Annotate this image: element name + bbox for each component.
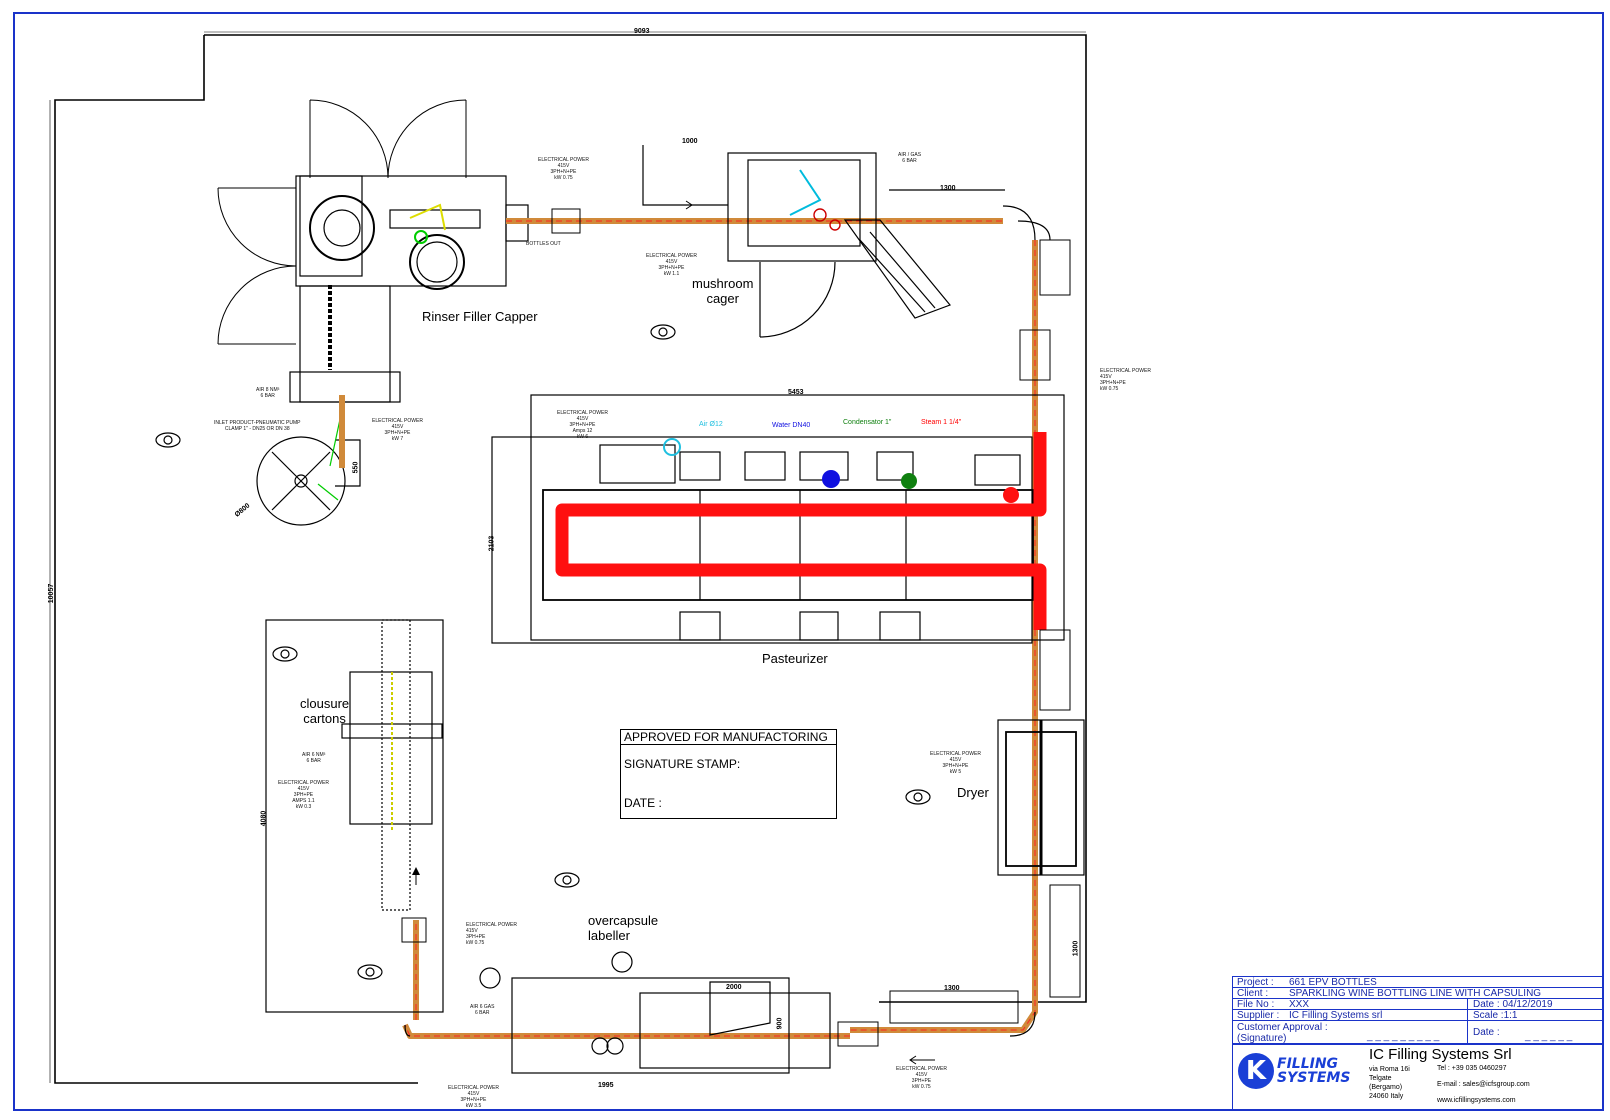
approval-date-line: _ _ _ _ _ _: [1525, 1031, 1573, 1042]
note-inlet-product: INLET PRODUCT-PNEUMATIC PUMP CLAMP 1" - …: [214, 420, 301, 432]
dim-seg-1300-right: 1300: [1072, 940, 1080, 957]
dim-height-total: 10057: [48, 583, 56, 604]
scale-value: Scale :1:1: [1473, 1010, 1518, 1021]
note-elec-cager: ELECTRICAL POWER 415V 3PH+N+PE kW 0.75: [538, 157, 589, 181]
dim-labeller-2000: 2000: [726, 984, 742, 991]
dryer-machine: [997, 719, 1085, 876]
dim-pasteurizer-width: 5453: [788, 389, 804, 396]
approval-box: APPROVED FOR MANUFACTORING SIGNATURE STA…: [620, 729, 837, 819]
utility-water-label: Water DN40: [772, 422, 811, 429]
note-air-labeller: AIR 6 GAS 6 BAR: [470, 1004, 495, 1016]
note-bottles-out: BOTTLES OUT: [526, 241, 561, 247]
approval-signature: SIGNATURE STAMP:: [624, 757, 741, 771]
dim-labeller-900: 900: [776, 1017, 784, 1030]
dryer-label: Dryer: [957, 785, 989, 800]
water-connection: [822, 470, 840, 488]
dim-pasteurizer-height: 2103: [488, 535, 496, 552]
dim-seg-1300-bottom: 1300: [944, 985, 960, 992]
client-value: SPARKLING WINE BOTTLING LINE WITH CAPSUL…: [1289, 988, 1542, 999]
company-email: E-mail : sales@icfsgroup.com: [1437, 1081, 1530, 1088]
file-label: File No :: [1237, 999, 1275, 1010]
date-value: Date : 04/12/2019: [1473, 999, 1553, 1010]
rinser-filler-capper-label: Rinser Filler Capper: [422, 309, 538, 324]
overcapsule-labeller-machine: [479, 951, 831, 1074]
supplier-value: IC Filling Systems srl: [1289, 1010, 1383, 1021]
company-logo-icon: K: [1238, 1053, 1274, 1089]
overcapsule-labeller-label: overcapsule labeller: [588, 913, 659, 943]
note-air-filler: AIR 8 NM³ 6 BAR: [256, 387, 280, 399]
dim-labeller-1995: 1995: [598, 1082, 614, 1089]
logo-text-systems: SYSTEMS: [1277, 1070, 1351, 1086]
note-elec-right: ELECTRICAL POWER 415V 3PH+N+PE kW 0.75: [1100, 368, 1151, 392]
approval-date-label: Date :: [1473, 1027, 1500, 1038]
note-elec-dryer: ELECTRICAL POWER 415V 3PH+N+PE kW 5: [930, 751, 981, 775]
steam-loop-pipe: [555, 432, 1047, 630]
dim-top-width: 9093: [634, 28, 650, 35]
company-web: www.icfillingsystems.com: [1437, 1097, 1516, 1104]
utility-air-label: Air Ø12: [699, 421, 723, 428]
air-connection: [663, 438, 681, 456]
company-address: via Roma 16i Telgate (Bergamo) 24060 Ita…: [1369, 1066, 1410, 1100]
dim-cartons-4080: 4080: [260, 810, 268, 827]
note-elec-labeller-bottom: ELECTRICAL POWER 415V 3PH+N+PE kW 3.5: [448, 1085, 499, 1109]
note-elec-pasteurizer: ELECTRICAL POWER 415V 3PH+N+PE Amps 12 k…: [557, 410, 608, 440]
steam-connection: [1003, 487, 1019, 503]
customer-approval-label: Customer Approval : (Signature): [1237, 1022, 1328, 1044]
customer-approval-line: _ _ _ _ _ _ _ _ _: [1367, 1031, 1440, 1042]
approval-title: APPROVED FOR MANUFACTORING: [621, 730, 836, 745]
project-value: 661 EPV BOTTLES: [1289, 977, 1377, 988]
closure-cartons-label: clousure cartons: [300, 696, 350, 726]
utility-condensator-label: Condensator 1": [843, 419, 892, 426]
rinser-filler-capper-machine: [289, 175, 529, 403]
title-block: Project : 661 EPV BOTTLES Client : SPARK…: [1232, 976, 1603, 1110]
company-name: IC Filling Systems Srl: [1369, 1046, 1512, 1063]
utility-steam-label: Steam 1 1/4": [921, 419, 962, 426]
pasteurizer-label: Pasteurizer: [762, 651, 828, 666]
file-value: XXX: [1289, 999, 1310, 1010]
note-air-gas: AIR / GAS 6 BAR: [898, 152, 922, 164]
approval-date: DATE :: [624, 796, 662, 810]
client-label: Client :: [1237, 988, 1269, 999]
note-elec-labeller-left: ELECTRICAL POWER 415V 3PH+PE kW 0.75: [466, 922, 517, 946]
company-tel: Tel : +39 035 0460297: [1437, 1065, 1507, 1072]
note-air-cartons: AIR 6 NM³ 6 BAR: [302, 752, 326, 764]
condensator-connection: [901, 473, 917, 489]
logo-text-filling: FILLING: [1277, 1056, 1339, 1072]
note-elec-bottom-right: ELECTRICAL POWER 415V 3PH+PE kW 0.75: [896, 1066, 947, 1090]
supplier-label: Supplier :: [1237, 1010, 1280, 1021]
note-elec-cartons: ELECTRICAL POWER 415V 3PH+PE AMPS 1.1 kW…: [278, 780, 329, 810]
dim-seg-1000: 1000: [682, 138, 698, 145]
dim-seg-1300-top: 1300: [940, 185, 956, 192]
mushroom-cager-machine: [642, 145, 1005, 338]
note-elec-cager2: ELECTRICAL POWER 415V 3PH+N+PE kW 1.1: [646, 253, 697, 277]
company-panel: K FILLING SYSTEMS IC Filling Systems Srl…: [1233, 1045, 1602, 1111]
mushroom-cager-label: mushroom cager: [692, 276, 754, 306]
operator-icons: [155, 324, 931, 980]
project-label: Project :: [1237, 977, 1274, 988]
dim-tank-550: 550: [352, 461, 360, 474]
note-elec-filler: ELECTRICAL POWER 415V 3PH+N+PE kW 7: [372, 418, 423, 442]
